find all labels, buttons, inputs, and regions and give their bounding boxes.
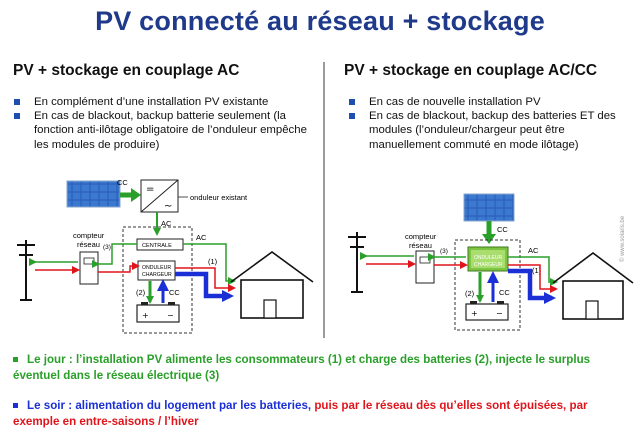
- solar-panel-icon: [463, 193, 515, 222]
- label-num1: (1): [208, 257, 218, 266]
- label-cc-battery: CC: [499, 288, 510, 297]
- label-cc: CC: [497, 225, 508, 234]
- label-ac-house: AC: [196, 233, 207, 242]
- label-cc: CC: [117, 178, 128, 187]
- inverter-charger-icon: [467, 246, 509, 272]
- diagram-ac-coupling: CC = ~ onduleur existant AC CENTRALE OND…: [17, 178, 314, 334]
- label-num3: (3): [103, 244, 111, 251]
- label-num3: (3): [440, 248, 448, 255]
- svg-text:+: +: [471, 309, 478, 318]
- svg-text:−: −: [496, 309, 503, 318]
- label-grid: réseau: [77, 240, 100, 249]
- label-num2: (2): [136, 288, 146, 297]
- house-icon: [552, 252, 634, 320]
- svg-text:~: ~: [164, 201, 172, 212]
- battery-icon: + −: [465, 301, 509, 321]
- bullets-acdc-coupling: En cas de nouvelle installation PV En ca…: [347, 95, 627, 152]
- meter-icon: [415, 250, 435, 284]
- bullet-item: En cas de blackout, backup batterie seul…: [12, 109, 312, 152]
- label-chargeur: CHARGEUR: [474, 262, 503, 268]
- house-icon: [230, 251, 314, 319]
- label-num1: (1): [532, 266, 542, 275]
- solar-panel-icon: [66, 180, 121, 208]
- power-pylon-icon: [348, 232, 366, 293]
- night-note: Le soir : alimentation du logement par l…: [13, 398, 633, 430]
- inverter-charger-box: [137, 260, 176, 281]
- column-divider: [323, 62, 325, 338]
- battery-icon: + −: [136, 302, 180, 323]
- watermark: © www.solaris.be: [619, 215, 626, 262]
- day-note: Le jour : l’installation PV alimente les…: [13, 352, 633, 384]
- bullet-item: En cas de blackout, backup des batteries…: [347, 109, 627, 152]
- existing-inverter-icon: = ~: [140, 179, 179, 213]
- bullet-item: En cas de nouvelle installation PV: [347, 95, 627, 109]
- heading-ac-coupling: PV + stockage en couplage AC: [13, 62, 240, 79]
- storage-enclosure: [122, 226, 193, 334]
- svg-text:+: +: [142, 311, 149, 320]
- label-onduleur: ONDULEUR: [474, 255, 502, 261]
- label-existing-inverter: onduleur existant: [190, 193, 248, 202]
- storage-enclosure: [454, 239, 521, 331]
- label-centrale: CENTRALE: [142, 243, 172, 249]
- label-grid: réseau: [409, 241, 432, 250]
- label-ac: AC: [161, 219, 172, 228]
- label-chargeur: CHARGEUR: [142, 272, 172, 278]
- bullet-item: En complément d’une installation PV exis…: [12, 95, 312, 109]
- label-cc-battery: CC: [169, 288, 180, 297]
- page-title: PV connecté au réseau + stockage: [95, 6, 545, 36]
- day-note-text: Le jour : l’installation PV alimente les…: [13, 353, 591, 382]
- night-note-blue: Le soir : alimentation du logement par l…: [27, 399, 312, 412]
- meter-icon: [79, 251, 99, 285]
- diagram-acdc-coupling: CC ONDULEUR CHARGEUR + − (2) CC: [348, 193, 634, 331]
- label-meter: compteur: [73, 231, 105, 240]
- label-meter: compteur: [405, 232, 437, 241]
- bullets-ac-coupling: En complément d’une installation PV exis…: [12, 95, 312, 152]
- heading-acdc-coupling: PV + stockage en couplage AC/CC: [344, 62, 598, 79]
- label-ac: AC: [528, 246, 539, 255]
- label-onduleur: ONDULEUR: [142, 265, 171, 271]
- label-num2: (2): [465, 289, 475, 298]
- bullet-square: [13, 357, 18, 363]
- bullet-square: [13, 403, 18, 409]
- night-note-red: puis par le réseau dès qu’elles sont épu…: [13, 399, 588, 428]
- power-pylon-icon: [17, 240, 35, 301]
- svg-text:−: −: [167, 311, 174, 320]
- svg-text:=: =: [146, 184, 154, 195]
